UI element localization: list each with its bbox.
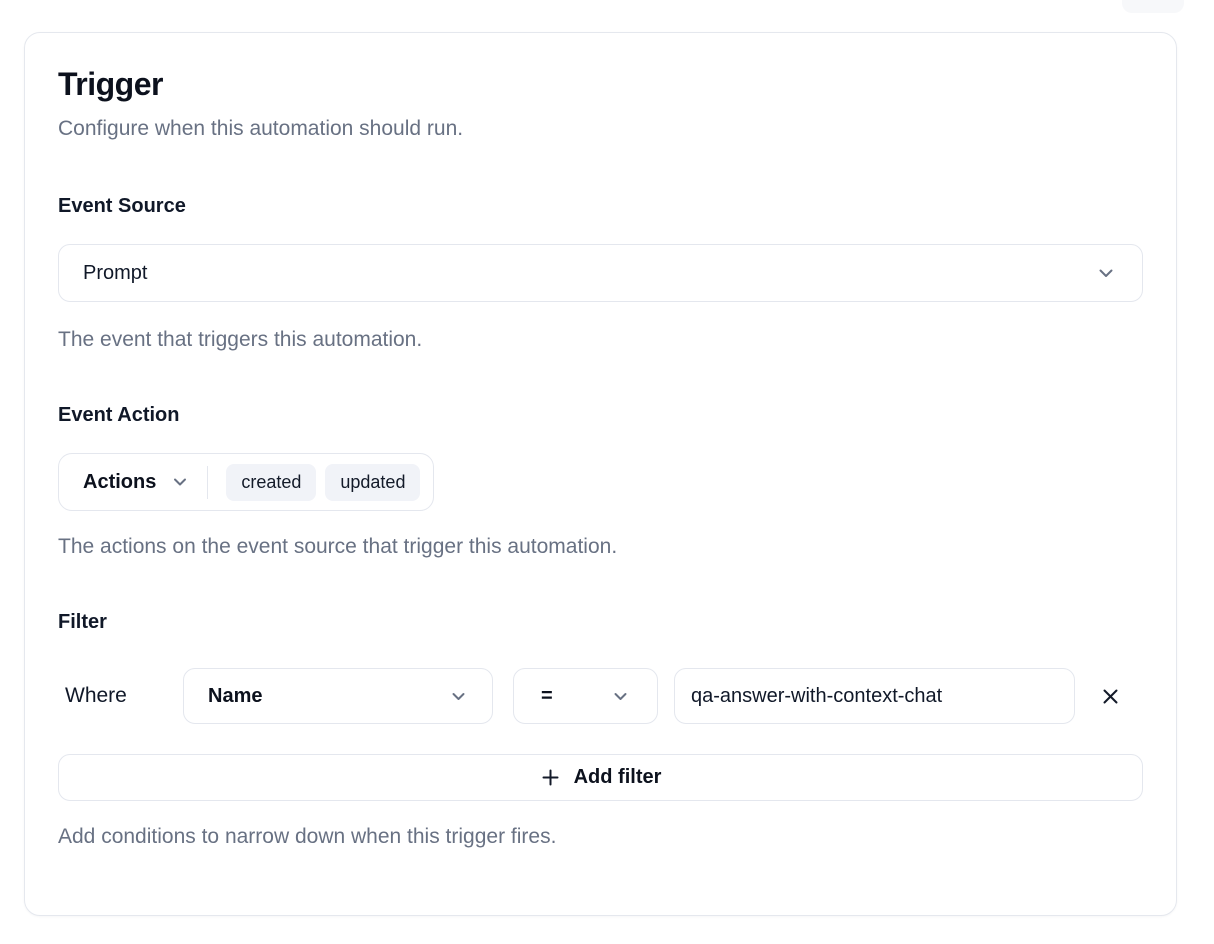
divider bbox=[207, 465, 209, 499]
event-action-label: Event Action bbox=[58, 404, 180, 427]
plus-icon bbox=[540, 767, 561, 788]
trigger-card: Trigger Configure when this automation s… bbox=[24, 32, 1177, 916]
event-source-helper: The event that triggers this automation. bbox=[58, 328, 423, 352]
actions-dropdown-label[interactable]: Actions bbox=[83, 470, 157, 493]
page-title: Trigger bbox=[58, 66, 163, 102]
filter-label: Filter bbox=[58, 611, 107, 634]
event-source-value: Prompt bbox=[83, 261, 148, 284]
event-source-select[interactable]: Prompt bbox=[58, 244, 1143, 303]
filter-helper: Add conditions to narrow down when this … bbox=[58, 825, 557, 849]
add-filter-label: Add filter bbox=[573, 766, 662, 789]
filter-field-value: Name bbox=[208, 684, 263, 707]
event-action-control: Actions created updated bbox=[58, 453, 435, 512]
close-icon bbox=[1100, 686, 1121, 707]
chevron-down-icon bbox=[449, 687, 468, 706]
event-action-helper: The actions on the event source that tri… bbox=[58, 535, 618, 559]
clipped-element-top-right bbox=[1122, 0, 1184, 13]
event-source-label: Event Source bbox=[58, 195, 186, 218]
action-chip-created[interactable]: created bbox=[226, 463, 317, 501]
add-filter-button[interactable]: Add filter bbox=[58, 754, 1143, 802]
filter-value-input[interactable] bbox=[674, 668, 1075, 725]
where-label: Where bbox=[65, 684, 127, 708]
action-chip-updated[interactable]: updated bbox=[325, 463, 421, 501]
filter-condition-row: Where Name = bbox=[58, 668, 1143, 725]
filter-operator-value: = bbox=[541, 684, 553, 707]
chevron-down-icon bbox=[1096, 263, 1116, 283]
remove-filter-button[interactable] bbox=[1091, 677, 1129, 715]
chevron-down-icon bbox=[611, 687, 630, 706]
chevron-down-icon[interactable] bbox=[171, 473, 189, 491]
filter-operator-select[interactable]: = bbox=[513, 668, 658, 725]
filter-field-select[interactable]: Name bbox=[183, 668, 493, 725]
page-subtitle: Configure when this automation should ru… bbox=[58, 116, 464, 140]
